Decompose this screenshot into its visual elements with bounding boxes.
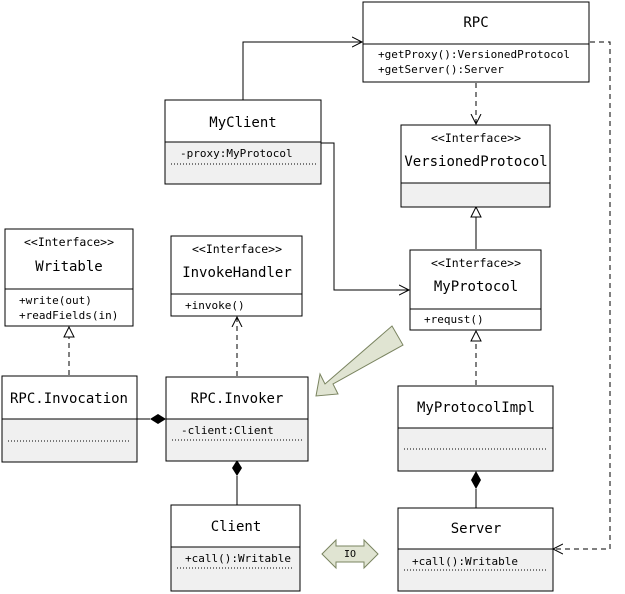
class-title: Writable (35, 259, 102, 275)
class-title: Server (451, 521, 502, 537)
class-member: +invoke() (185, 299, 245, 312)
class-member: +getProxy():VersionedProtocol (378, 48, 570, 61)
class-title: MyProtocol (434, 279, 518, 295)
class-writable[interactable]: <<Interface>> Writable +write(out) +read… (4, 228, 134, 327)
class-rpc[interactable]: RPC +getProxy():VersionedProtocol +getSe… (362, 1, 590, 83)
class-versionedprotocol[interactable]: <<Interface>> VersionedProtocol (400, 124, 551, 208)
class-title: VersionedProtocol (404, 154, 547, 170)
class-member: +call():Writable (412, 555, 518, 568)
association-myclient-rpc (242, 42, 362, 100)
class-title: RPC.Invocation (10, 391, 128, 407)
io-label: IO (344, 549, 356, 560)
class-stereotype: <<Interface>> (192, 242, 282, 256)
class-client[interactable]: Client +call():Writable (170, 504, 301, 592)
class-rpc-invoker[interactable]: RPC.Invoker -client:Client (165, 376, 309, 462)
class-title: Client (211, 519, 262, 535)
class-title: RPC.Invoker (191, 391, 284, 407)
connectors (63, 41, 611, 549)
class-invokehandler[interactable]: <<Interface>> InvokeHandler +invoke() (170, 235, 303, 317)
big-block-arrow (315, 325, 404, 397)
class-myprotocolimpl[interactable]: MyProtocolImpl (397, 385, 554, 472)
class-stereotype: <<Interface>> (24, 235, 114, 249)
class-stereotype: <<Interface>> (431, 256, 521, 270)
class-title: InvokeHandler (182, 265, 292, 281)
class-myclient[interactable]: MyClient -proxy:MyProtocol (164, 99, 322, 185)
class-member: -proxy:MyProtocol (180, 147, 293, 160)
class-member: +getServer():Server (378, 63, 504, 76)
composition-diamond-invoker-bottom (232, 460, 242, 476)
class-title: MyClient (209, 115, 276, 131)
association-myclient-myprotocol (321, 142, 409, 290)
class-title: RPC (463, 15, 488, 31)
dependency-rpc-server (553, 41, 611, 549)
class-member: +call():Writable (185, 552, 291, 565)
class-member: +requst() (424, 313, 484, 326)
io-double-arrow: IO (321, 538, 379, 570)
class-myprotocol[interactable]: <<Interface>> MyProtocol +requst() (409, 249, 542, 331)
composition-diamond-impl-bottom (471, 471, 481, 489)
class-member: -client:Client (181, 424, 274, 437)
class-member: +write(out) (19, 294, 92, 307)
composition-diamond-invoker-left (150, 414, 166, 424)
class-title: MyProtocolImpl (417, 400, 535, 416)
class-member: +readFields(in) (19, 309, 118, 322)
class-server[interactable]: Server +call():Writable (397, 507, 554, 592)
class-stereotype: <<Interface>> (431, 131, 521, 145)
class-rpc-invocation[interactable]: RPC.Invocation (1, 375, 138, 463)
